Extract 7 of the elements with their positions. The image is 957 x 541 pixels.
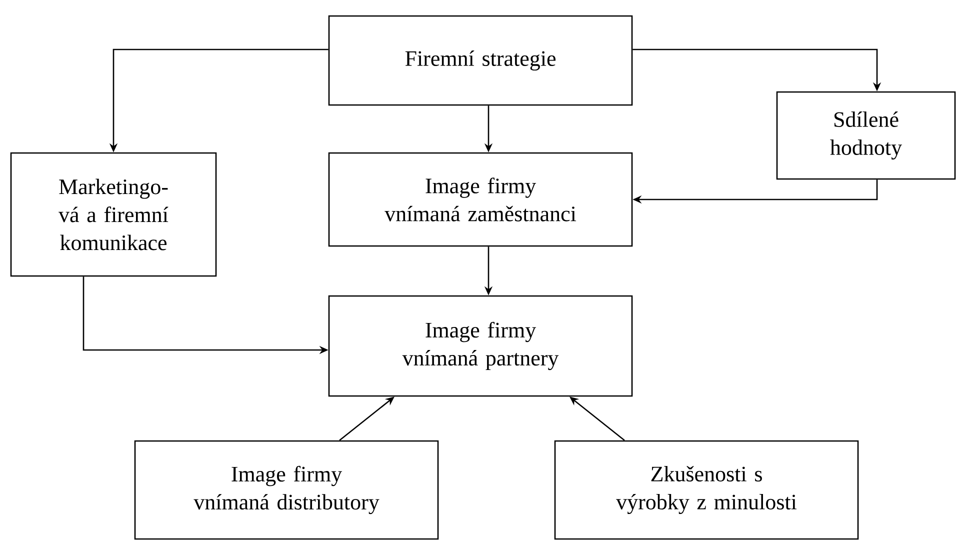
process-box: Marketingo-vá a firemní komunikace (10, 152, 217, 277)
process-box: Image firmy vnímaná zaměstnanci (328, 152, 633, 247)
process-box: Image firmy vnímaná partnery (328, 295, 633, 397)
process-box: Zkušenosti s výrobky z minulosti (554, 440, 859, 540)
process-box: Image firmy vnímaná distributory (134, 440, 439, 540)
process-box: Sdílené hodnoty (776, 91, 956, 180)
process-box: Firemní strategie (328, 15, 633, 106)
